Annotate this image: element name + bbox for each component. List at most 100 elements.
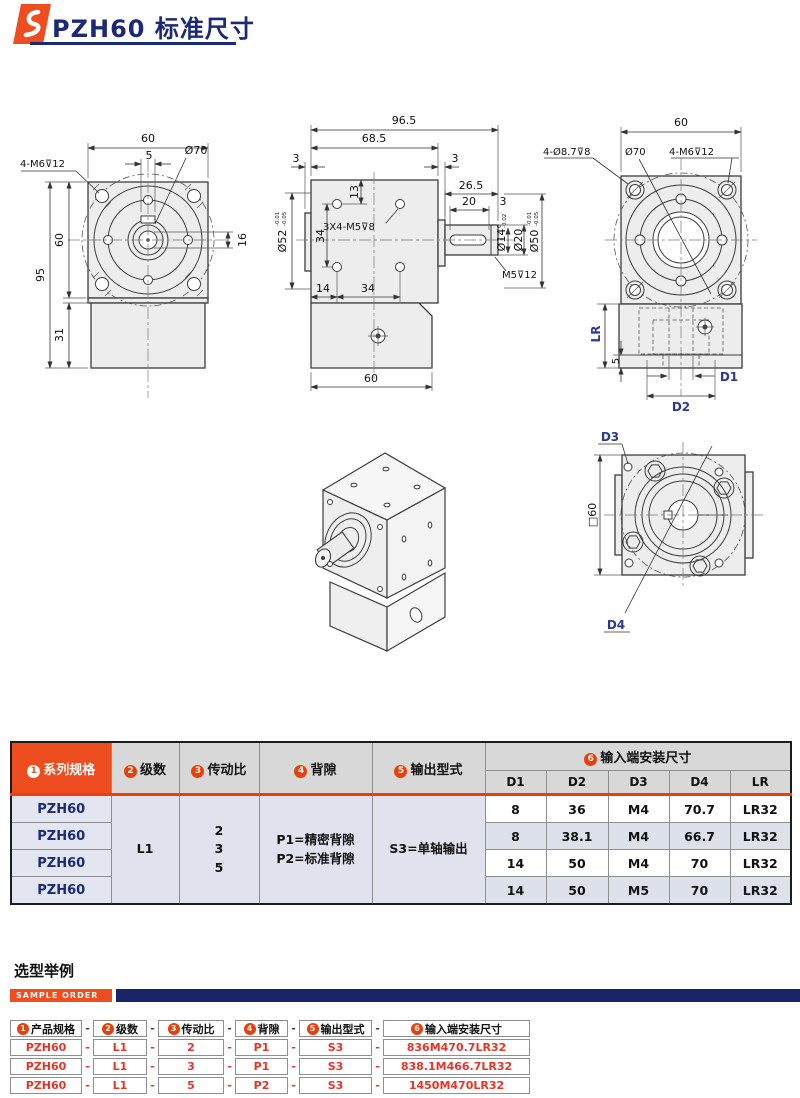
dim-label: 34 bbox=[361, 282, 375, 295]
sel-cell: P1 bbox=[235, 1058, 288, 1075]
cell-lr: LR32 bbox=[729, 822, 792, 850]
dash-separator: - bbox=[291, 1060, 296, 1073]
selection-data-row: PZH60 - L1 - 2 - P1 - S3 - 836M470.7LR32 bbox=[10, 1039, 530, 1056]
tolerance-label: -0.05 bbox=[534, 211, 540, 226]
circled-number: 5 bbox=[394, 764, 408, 778]
dim-label: Ø70 bbox=[185, 144, 208, 157]
table-row: PZH60 14 50 M5 70 LR32 bbox=[10, 876, 792, 905]
sel-cell: PZH60 bbox=[10, 1058, 82, 1075]
dash-separator: - bbox=[150, 1060, 155, 1073]
subheader-d1: D1 bbox=[484, 770, 547, 796]
dim-label: 3 bbox=[293, 152, 300, 165]
dash-separator: - bbox=[150, 1022, 155, 1035]
sel-cell: L1 bbox=[93, 1058, 147, 1075]
tolerance-label: -0.02 bbox=[502, 214, 508, 228]
cell-d2: 50 bbox=[545, 876, 609, 905]
dim-label: 14 bbox=[316, 282, 330, 295]
sample-order-badge: SAMPLE ORDER bbox=[10, 989, 112, 1002]
cell-d4: 66.7 bbox=[668, 822, 731, 850]
series-cell: PZH60 bbox=[10, 822, 112, 850]
sel-cell: 3 bbox=[158, 1058, 224, 1075]
dash-separator: - bbox=[375, 1060, 380, 1073]
dim-label: 68.5 bbox=[362, 132, 387, 145]
brand-logo-icon bbox=[13, 4, 51, 44]
sel-cell: S3 bbox=[299, 1077, 372, 1094]
dim-label: 95 bbox=[34, 268, 47, 282]
dash-separator: - bbox=[85, 1022, 90, 1035]
cell-d3: M4 bbox=[607, 822, 670, 850]
circled-number: 2 bbox=[123, 764, 137, 778]
subheader-d2: D2 bbox=[545, 770, 609, 796]
rear-view-drawing: 60 4-Ø8.7⊽8 Ø70 4-M6⊽12 LR 5 D1 D2 bbox=[543, 116, 757, 414]
selection-data-row: PZH60 - L1 - 5 - P2 - S3 - 1450M470LR32 bbox=[10, 1077, 530, 1094]
dash-separator: - bbox=[227, 1041, 232, 1054]
dash-separator: - bbox=[227, 1079, 232, 1092]
dim-label-lr: LR bbox=[589, 326, 603, 343]
tolerance-label: 0 bbox=[497, 224, 503, 228]
circled-number: 4 bbox=[294, 764, 308, 778]
dim-label-d3: D3 bbox=[601, 430, 619, 444]
subheader-d3: D3 bbox=[607, 770, 670, 796]
dim-label: 4-M6⊽12 bbox=[669, 147, 714, 158]
tolerance-label: -0.01 bbox=[527, 212, 533, 226]
dim-label: 3 bbox=[500, 195, 507, 208]
front-view-drawing: 60 5 Ø70 4-M6⊽12 95 60 31 16 bbox=[20, 132, 249, 398]
title-underline bbox=[30, 42, 236, 45]
input-face-view-drawing: D3 D4 □60 bbox=[586, 430, 764, 633]
dash-separator: - bbox=[85, 1041, 90, 1054]
sel-cell: L1 bbox=[93, 1077, 147, 1094]
dim-label: 13 bbox=[348, 185, 361, 199]
dash-separator: - bbox=[85, 1079, 90, 1092]
series-cell: PZH60 bbox=[10, 876, 112, 905]
dim-label-d2: D2 bbox=[672, 400, 690, 414]
dim-label: Ø52 bbox=[276, 230, 289, 253]
corner-counterbore-holes bbox=[625, 180, 737, 300]
cell-d2: 36 bbox=[545, 794, 609, 823]
dash-separator: - bbox=[85, 1060, 90, 1073]
sel-cell: 1450M470LR32 bbox=[383, 1077, 530, 1094]
cell-d3: M5 bbox=[607, 876, 670, 905]
dim-label: 60 bbox=[674, 116, 688, 129]
dim-label: □60 bbox=[586, 503, 599, 527]
sel-cell: 836M470.7LR32 bbox=[383, 1039, 530, 1056]
dim-label: 60 bbox=[364, 372, 378, 385]
dim-label: Ø50 bbox=[528, 230, 541, 253]
cell-d4: 70.7 bbox=[668, 794, 731, 823]
sel-cell: 5 bbox=[158, 1077, 224, 1094]
sel-cell: PZH60 bbox=[10, 1039, 82, 1056]
dim-label: 4-Ø8.7⊽8 bbox=[543, 146, 590, 158]
tolerance-label: -0.01 bbox=[275, 212, 281, 226]
selection-data-row: PZH60 - L1 - 3 - P1 - S3 - 838.1M466.7LR… bbox=[10, 1058, 530, 1075]
cell-d1: 8 bbox=[484, 794, 547, 823]
circled-number: 6 bbox=[584, 753, 598, 766]
dash-separator: - bbox=[375, 1041, 380, 1054]
hex-socket-screws bbox=[622, 460, 735, 577]
circled-number: 1 bbox=[27, 764, 41, 778]
dash-separator: - bbox=[291, 1041, 296, 1054]
sel-cell: 838.1M466.7LR32 bbox=[383, 1058, 530, 1075]
subheader-d4: D4 bbox=[668, 770, 731, 796]
dim-label: 60 bbox=[53, 233, 66, 247]
corner-tapped-holes bbox=[92, 183, 204, 297]
series-cell: PZH60 bbox=[10, 849, 112, 877]
sel-cell: L1 bbox=[93, 1039, 147, 1056]
dim-label-d1: D1 bbox=[720, 370, 738, 384]
dash-separator: - bbox=[291, 1079, 296, 1092]
dash-separator: - bbox=[150, 1079, 155, 1092]
sel-cell: 2 bbox=[158, 1039, 224, 1056]
dim-label: 60 bbox=[141, 132, 155, 145]
stage-cell: L1 bbox=[110, 794, 180, 905]
